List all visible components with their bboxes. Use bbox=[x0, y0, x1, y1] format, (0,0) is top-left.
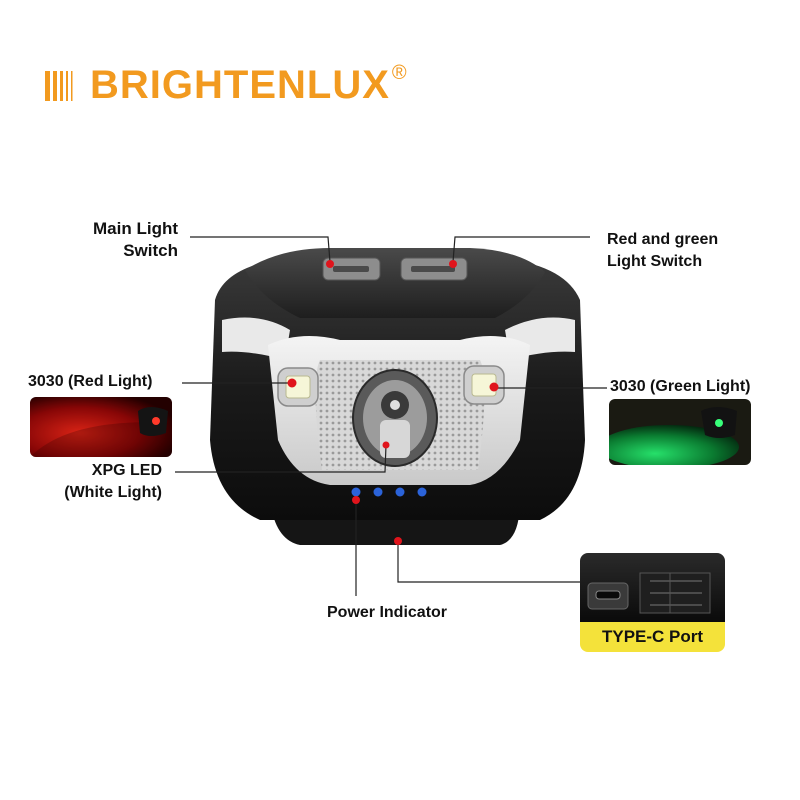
callout-dots bbox=[287, 260, 499, 545]
power-indicator-label: Power Indicator bbox=[327, 604, 448, 621]
red-green-switch-label: Red and green Light Switch bbox=[607, 229, 718, 273]
main-light-switch-label: Main Light Switch bbox=[60, 218, 178, 262]
brand-registered-mark: ® bbox=[391, 62, 407, 84]
main-light-switch-line2: Switch bbox=[123, 241, 178, 260]
red-light-photo bbox=[30, 397, 172, 457]
green-light-photo bbox=[609, 399, 751, 465]
brand-logo: BRIGHTENLUX ® bbox=[44, 60, 407, 110]
leader-lines bbox=[175, 236, 607, 596]
main-light-switch-line1: Main Light bbox=[93, 219, 178, 238]
red-green-switch-line1: Red and green bbox=[607, 231, 719, 248]
brand-name: BRIGHTENLUX bbox=[90, 63, 390, 107]
red-green-switch-line2: Light Switch bbox=[607, 253, 703, 270]
green-light-label: 3030 (Green Light) bbox=[610, 378, 751, 395]
xpg-led-label: XPG LED (White Light) bbox=[40, 460, 162, 504]
red-light-label: 3030 (Red Light) bbox=[28, 373, 153, 390]
xpg-led-line1: XPG LED bbox=[91, 462, 162, 479]
type-c-port-label: TYPE-C Port bbox=[580, 622, 725, 652]
xpg-led-line2: (White Light) bbox=[64, 484, 162, 501]
headlamp-body bbox=[210, 248, 585, 545]
type-c-port-photo bbox=[580, 553, 725, 623]
brand-mark-icon bbox=[45, 71, 73, 101]
